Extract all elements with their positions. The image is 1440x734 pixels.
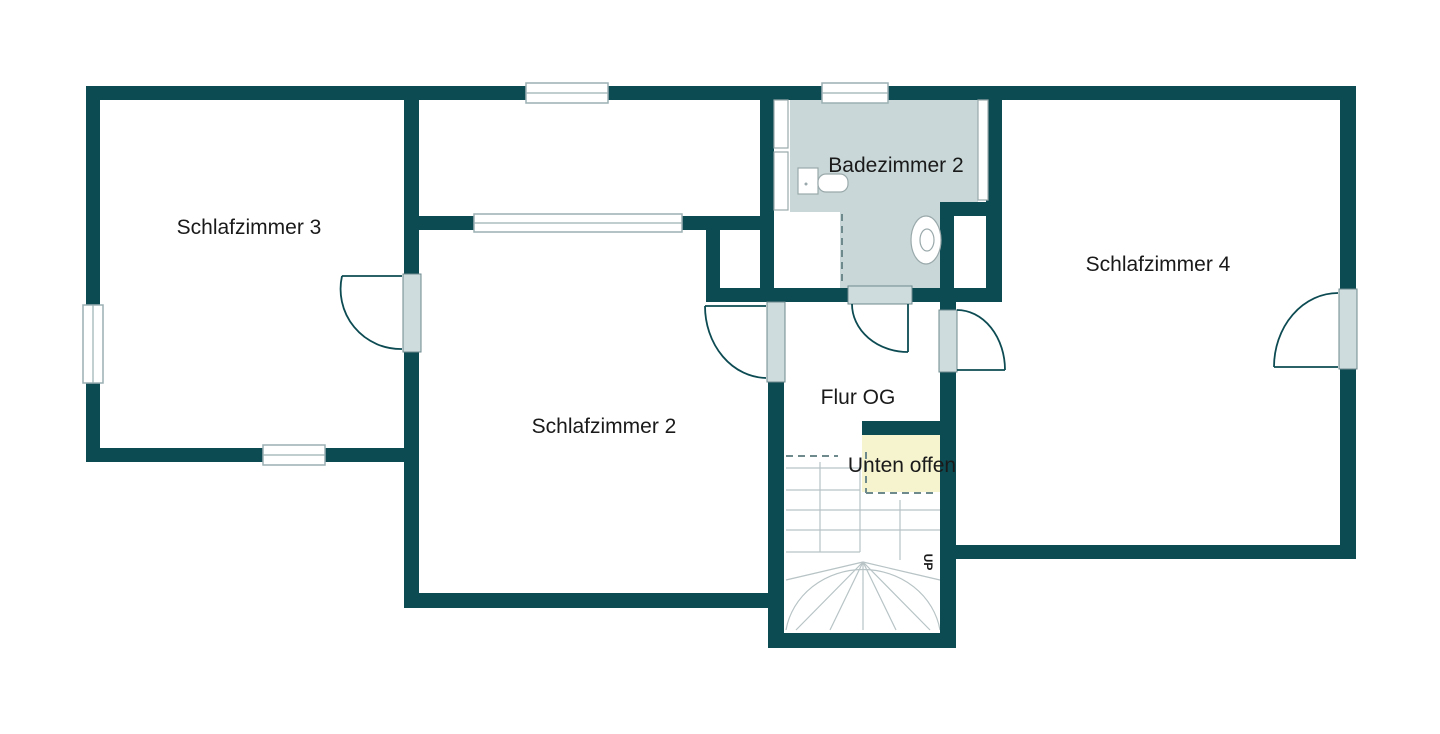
label-schlafzimmer4: Schlafzimmer 4 xyxy=(1086,253,1231,276)
shelf-left-lower xyxy=(773,151,789,211)
open-area-floor xyxy=(862,434,940,492)
shelf-right xyxy=(977,99,989,201)
label-flur: Flur OG xyxy=(821,386,896,409)
window-top-bathroom xyxy=(821,82,889,104)
window-bottom-schlafzimmer3 xyxy=(262,444,326,466)
door-schlafzimmer4-left xyxy=(938,309,1006,373)
label-schlafzimmer3: Schlafzimmer 3 xyxy=(177,216,322,239)
windows xyxy=(82,82,889,466)
stairs-up-label: UP xyxy=(921,554,935,571)
window-top-storage xyxy=(525,82,609,104)
label-schlafzimmer2: Schlafzimmer 2 xyxy=(532,415,677,438)
shelf-left-upper xyxy=(773,99,789,149)
room-labels: Schlafzimmer 3 Schlafzimmer 2 Schlafzimm… xyxy=(177,154,1231,570)
staircase xyxy=(785,452,941,631)
door-bathroom xyxy=(847,285,913,353)
door-schlafzimmer4-right xyxy=(1273,288,1358,370)
label-badezimmer2: Badezimmer 2 xyxy=(828,154,963,177)
door-schlafzimmer3 xyxy=(339,273,422,353)
bathroom-fixtures xyxy=(773,99,989,286)
sliding-door-storage xyxy=(473,213,683,233)
doors xyxy=(339,273,1358,383)
label-unten-offen: Unten offen xyxy=(848,454,956,477)
washbasin xyxy=(910,215,942,265)
toilet xyxy=(797,167,849,195)
door-schlafzimmer2 xyxy=(704,301,786,383)
walls xyxy=(86,86,1356,648)
window-left-schlafzimmer3 xyxy=(82,304,104,384)
